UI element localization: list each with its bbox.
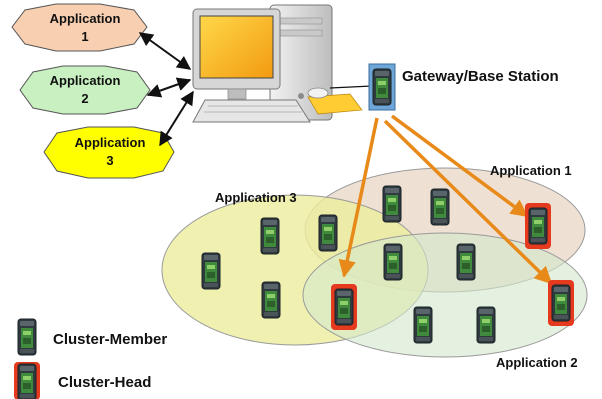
link-application-3 — [159, 90, 194, 147]
member-node-icon — [260, 217, 280, 255]
member-node-icon — [261, 281, 281, 319]
link-application-1 — [138, 32, 192, 70]
legend-member-icon — [17, 318, 37, 356]
cluster-label-application-2: Application 2 — [496, 355, 578, 370]
legend-head-icon — [14, 362, 40, 399]
gateway-arrow-3 — [338, 117, 379, 278]
member-node-icon — [456, 243, 476, 281]
application-1-octagon — [11, 3, 148, 52]
computer-icon — [192, 4, 363, 123]
member-node-icon — [383, 243, 403, 281]
link-application-2 — [146, 77, 192, 98]
member-node-icon — [413, 306, 433, 344]
gateway-arrow-1 — [390, 114, 529, 218]
member-node-icon — [318, 214, 338, 252]
member-node-icon — [430, 188, 450, 226]
member-node-icon — [476, 306, 496, 344]
application-3-label: Application 3 — [74, 135, 146, 168]
application-1-label: Application 1 — [49, 11, 121, 44]
head-node-icon — [548, 280, 574, 326]
legend-head-label: Cluster-Head — [58, 374, 152, 391]
gateway-node-icon — [368, 63, 396, 111]
member-node-icon — [201, 252, 221, 290]
computer-gateway-link — [329, 85, 373, 89]
cluster-label-application-3: Application 3 — [215, 190, 297, 205]
gateway-label: Gateway/Base Station — [402, 68, 559, 85]
application-3-octagon — [43, 126, 175, 179]
head-node-icon — [331, 284, 357, 330]
cluster-label-application-1: Application 1 — [490, 163, 572, 178]
legend-member-label: Cluster-Member — [53, 331, 168, 348]
application-2-label: Application 2 — [49, 73, 121, 106]
head-node-icon — [525, 203, 551, 249]
member-node-icon — [382, 185, 402, 223]
gateway-arrow-2 — [383, 119, 553, 285]
cluster-application-2 — [302, 232, 588, 358]
